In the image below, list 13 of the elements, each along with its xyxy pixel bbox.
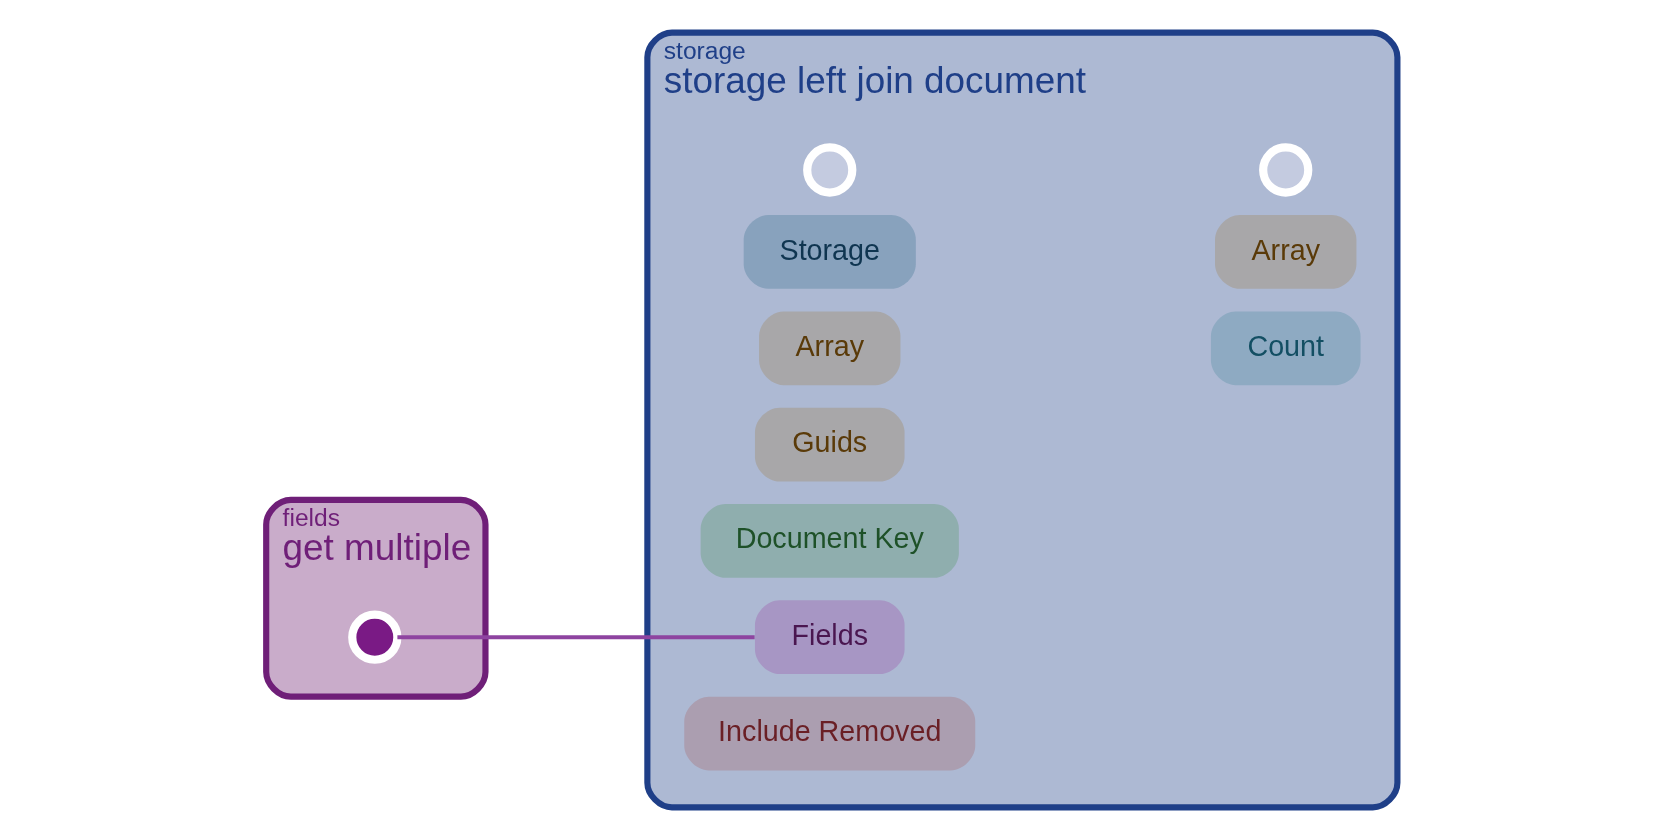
node-box: Fields (754, 600, 905, 675)
node-box: Storage (743, 215, 916, 289)
cluster: fields get multiple (263, 496, 489, 700)
node-box: Guids (754, 407, 905, 482)
node-circle (1259, 143, 1313, 197)
node-box: Count (1210, 311, 1361, 386)
node-box: Array (759, 311, 901, 386)
node-box: Include Removed (684, 696, 976, 771)
connector (397, 635, 755, 640)
node-circle (348, 610, 402, 664)
node-box: Document Key (700, 504, 959, 578)
node-circle (803, 143, 857, 197)
node-box: Array (1215, 215, 1357, 289)
